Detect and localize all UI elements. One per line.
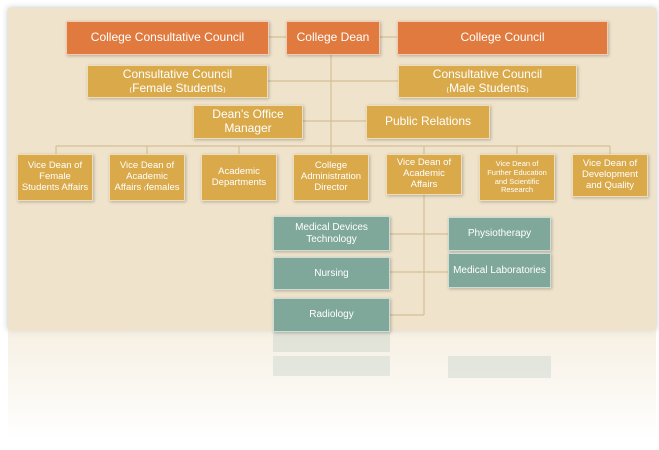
vice-dean-development-quality-box: Vice Dean of Development and Quality <box>572 154 648 197</box>
reflection <box>8 330 656 440</box>
academic-departments-box: Academic Departments <box>201 154 277 201</box>
public-relations-label: Public Relations <box>384 114 472 129</box>
college-council-box: College Council <box>397 21 608 55</box>
reflection-medical-labs-box <box>448 356 551 378</box>
medical-laboratories-label: Medical Laboratories <box>453 264 546 276</box>
public-relations-box: Public Relations <box>366 105 490 139</box>
vice-dean-female-students-box: Vice Dean of Female Students Affairs <box>17 154 93 201</box>
college-consultative-council-box: College Consultative Council <box>66 21 269 55</box>
college-administration-director-box: College Administration Director <box>293 154 369 201</box>
consultative-council-male-label: Consultative Council ₍Male Students₎ <box>432 66 543 95</box>
medical-laboratories-box: Medical Laboratories <box>448 253 551 288</box>
college-council-label: College Council <box>460 30 545 45</box>
reflection-radiology-box <box>273 332 390 352</box>
medical-devices-technology-box: Medical Devices Technology <box>273 216 390 251</box>
vice-dean-further-education-box: Vice Dean of Further Education and Scien… <box>479 154 555 201</box>
college-dean-label: College Dean <box>296 30 370 45</box>
consultative-council-female-box: Consultative Council ₍Female Students₎ <box>87 65 268 98</box>
deans-office-manager-box: Dean's Office Manager <box>193 105 303 139</box>
physiotherapy-label: Physiotherapy <box>467 228 532 240</box>
college-administration-director-label: College Administration Director <box>300 160 362 193</box>
vice-dean-academic-affairs-box: Vice Dean of Academic Affairs <box>386 154 462 195</box>
vice-dean-academic-affairs-label: Vice Dean of Academic Affairs <box>396 157 452 190</box>
nursing-box: Nursing <box>273 257 390 290</box>
nursing-label: Nursing <box>314 267 349 279</box>
reflection-nursing-box <box>273 356 390 376</box>
radiology-label: Radiology <box>309 309 354 321</box>
medical-devices-technology-label: Medical Devices Technology <box>295 222 368 245</box>
academic-departments-label: Academic Departments <box>211 165 267 188</box>
college-dean-box: College Dean <box>286 21 380 55</box>
vice-dean-academic-females-box: Vice Dean of Academic Affairs ₍females <box>109 154 185 201</box>
physiotherapy-box: Physiotherapy <box>448 217 551 251</box>
college-consultative-council-label: College Consultative Council <box>90 30 245 45</box>
vice-dean-further-education-label: Vice Dean of Further Education and Scien… <box>487 159 547 195</box>
vice-dean-development-quality-label: Vice Dean of Development and Quality <box>582 158 638 191</box>
consultative-council-male-box: Consultative Council ₍Male Students₎ <box>398 65 577 98</box>
radiology-box: Radiology <box>273 298 390 332</box>
vice-dean-academic-females-label: Vice Dean of Academic Affairs ₍females <box>114 160 180 193</box>
deans-office-manager-label: Dean's Office Manager <box>212 107 284 135</box>
vice-dean-female-students-label: Vice Dean of Female Students Affairs <box>21 160 89 193</box>
consultative-council-female-label: Consultative Council ₍Female Students₎ <box>122 66 233 95</box>
